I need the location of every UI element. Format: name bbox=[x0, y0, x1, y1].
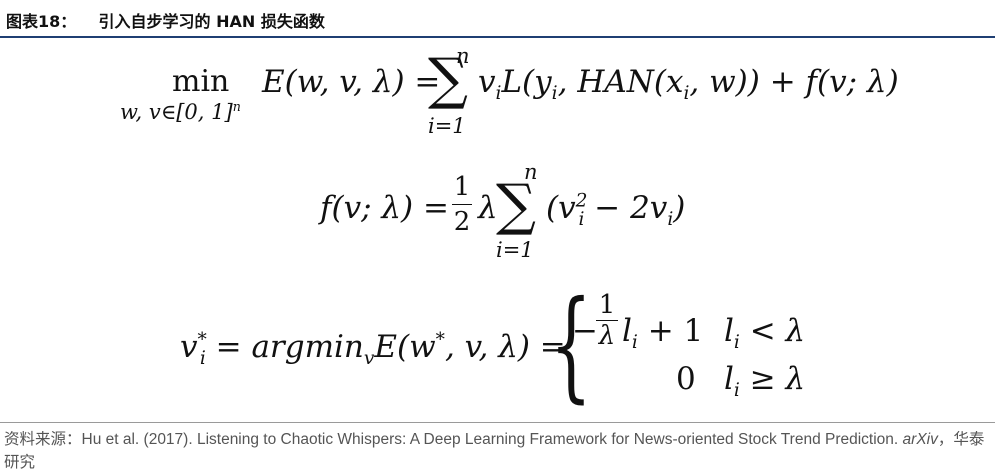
case-2-condition: li ≥ λ bbox=[724, 361, 806, 402]
min-subscript: w, v∈[0, 1]n bbox=[120, 99, 241, 124]
loss-function-equation: min w, v∈[0, 1]n E(w, v, λ) = n ∑ i=1 vi… bbox=[120, 44, 899, 144]
minus-sign: − bbox=[572, 313, 598, 349]
piecewise-case-1: − 1 λ li + 1 li < λ bbox=[572, 291, 832, 354]
piecewise-case-2: 0 li ≥ λ bbox=[572, 361, 832, 401]
loss-lhs: E(w, v, λ) = bbox=[262, 64, 441, 100]
min-operator: min bbox=[172, 64, 230, 99]
sum-upper-limit: n bbox=[524, 160, 538, 184]
case-2-expression: 0 bbox=[676, 361, 696, 397]
case-1-expression: li + 1 bbox=[622, 313, 704, 354]
source-citation: 资料来源：Hu et al. (2017). Listening to Chao… bbox=[4, 431, 985, 471]
sum-lower-limit: i=1 bbox=[496, 238, 534, 262]
journal-name: arXiv bbox=[902, 431, 938, 448]
piecewise-brace: { bbox=[550, 276, 592, 415]
sum-upper-limit: n bbox=[456, 44, 470, 68]
optimal-weight-lhs: v*i = argminvE(w*, v, λ) = bbox=[180, 329, 566, 370]
figure-title-bar: 图表18： 引入自步学习的 HAN 损失函数 bbox=[0, 0, 995, 38]
lambda-symbol: λ bbox=[478, 190, 498, 226]
fraction-one-half: 1 2 bbox=[452, 172, 472, 237]
loss-rhs: viL(yi, HAN(xi, w)) + f(v; λ) bbox=[478, 64, 899, 105]
summation-symbol: ∑ bbox=[428, 47, 468, 112]
regularizer-equation: f(v; λ) = 1 2 λ n ∑ i=1 (v2i − 2vi) bbox=[320, 160, 720, 270]
regularizer-rhs: (v2i − 2vi) bbox=[546, 190, 686, 231]
regularizer-lhs: f(v; λ) = bbox=[320, 190, 449, 226]
summation-symbol: ∑ bbox=[496, 173, 536, 238]
optimal-weight-equation: v*i = argminvE(w*, v, λ) = { − 1 λ li + … bbox=[180, 281, 820, 415]
fraction-one-over-lambda: 1 λ bbox=[596, 291, 618, 350]
sum-lower-limit: i=1 bbox=[428, 114, 466, 138]
footer-divider bbox=[0, 422, 995, 423]
case-1-condition: li < λ bbox=[724, 313, 806, 354]
figure-title: 图表18： 引入自步学习的 HAN 损失函数 bbox=[6, 12, 325, 31]
